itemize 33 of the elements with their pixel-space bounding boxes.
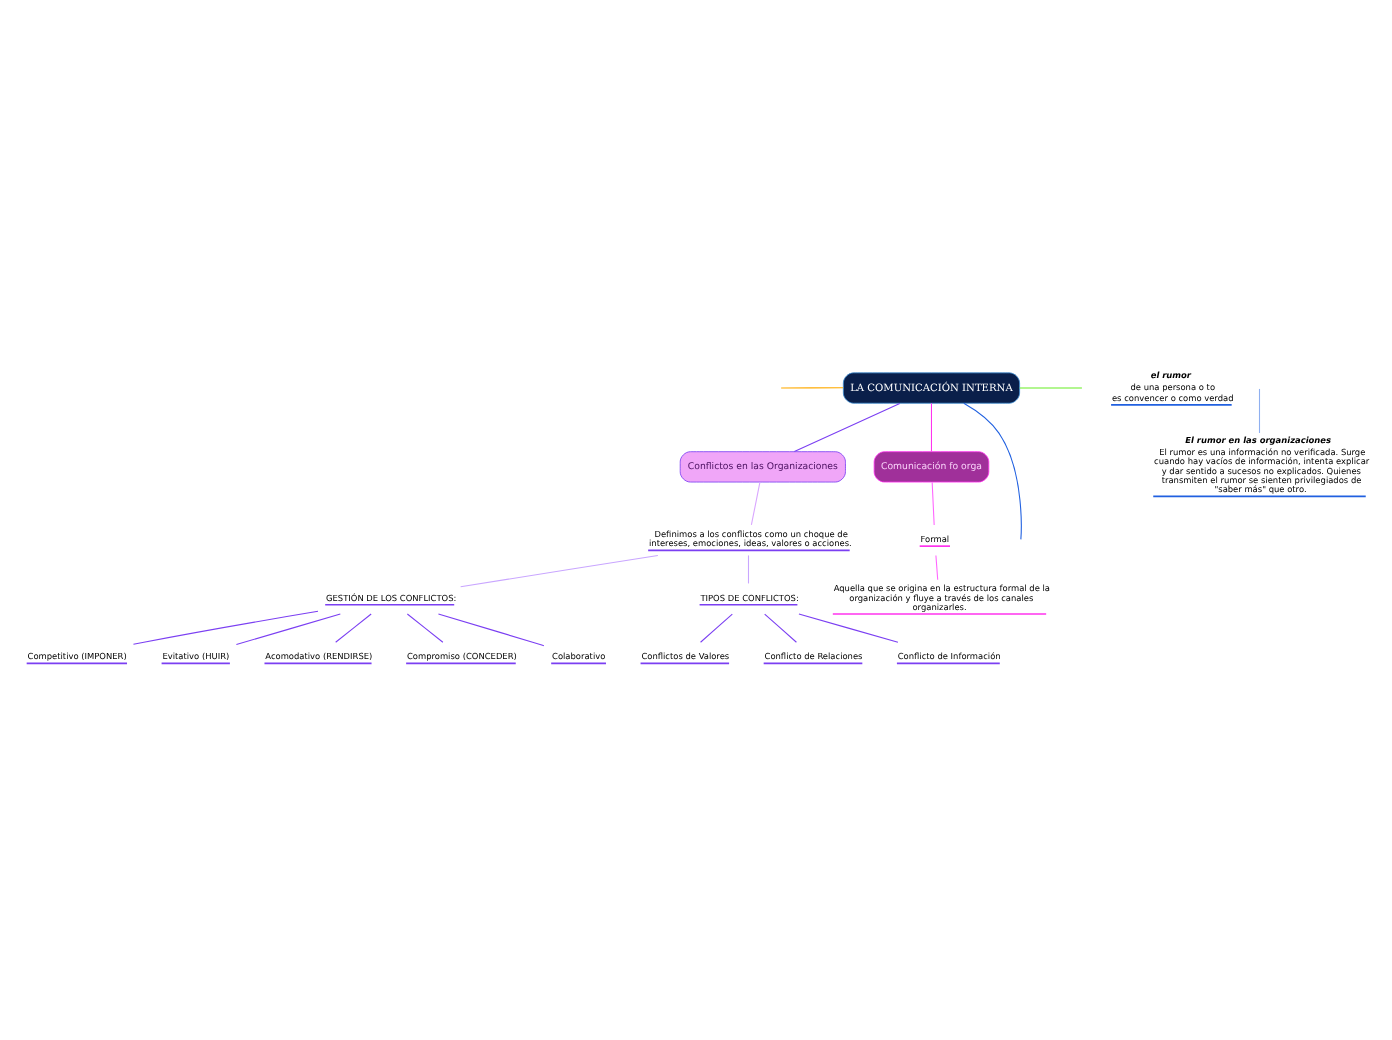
node-box (1153, 495, 1366, 498)
node-box (26, 662, 127, 665)
connector (235, 613, 341, 646)
connector (406, 613, 444, 643)
node-box (919, 545, 951, 547)
connector (798, 613, 899, 643)
connector (335, 613, 372, 643)
connector (780, 387, 844, 389)
connector (747, 554, 750, 584)
node-box (264, 662, 372, 665)
connector (963, 402, 1022, 540)
connector (460, 554, 659, 588)
connector (931, 481, 935, 526)
connector (132, 610, 319, 645)
node-box (551, 662, 606, 665)
connector (1258, 388, 1261, 434)
connector (700, 613, 733, 643)
node-box (832, 613, 1047, 615)
node-box (648, 549, 850, 552)
node-box (763, 662, 863, 665)
node-box (161, 662, 230, 665)
node-box (640, 662, 730, 665)
connector (764, 613, 797, 643)
node-box (406, 662, 516, 665)
node-box (1111, 404, 1232, 406)
node-box (896, 662, 1000, 665)
connector (935, 554, 939, 581)
node-box (699, 603, 798, 606)
connector (793, 402, 901, 453)
connector (930, 402, 933, 453)
connector (750, 481, 761, 526)
node-box (325, 603, 455, 606)
connector (437, 613, 545, 647)
